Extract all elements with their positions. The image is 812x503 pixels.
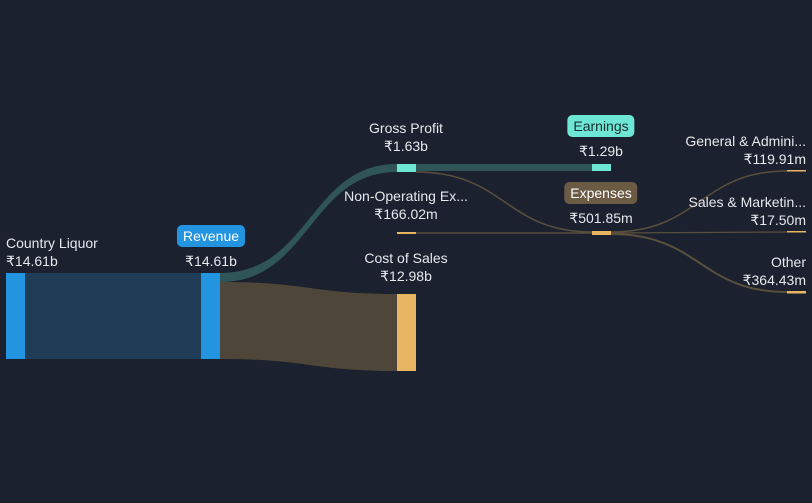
- node-value: ₹12.98b: [380, 268, 432, 284]
- node-cost-of-sales[interactable]: [397, 294, 416, 371]
- node-revenue[interactable]: [201, 273, 220, 359]
- node-earnings[interactable]: [592, 164, 611, 171]
- node-other[interactable]: [787, 291, 806, 294]
- node-value: ₹14.61b: [185, 253, 237, 269]
- flow-revenue-cost: [220, 282, 397, 371]
- node-non-operating[interactable]: [397, 232, 416, 234]
- label-expenses: Expenses ₹501.85m: [564, 182, 638, 227]
- label-revenue: Revenue ₹14.61b: [176, 225, 246, 270]
- node-name: Gross Profit: [369, 120, 443, 136]
- node-value: ₹119.91m: [743, 151, 806, 167]
- node-name: Country Liquor: [6, 235, 98, 251]
- node-expenses[interactable]: [592, 231, 611, 235]
- label-gross-profit: Gross Profit ₹1.63b: [369, 119, 443, 155]
- label-country-liquor: Country Liquor ₹14.61b: [6, 234, 98, 270]
- node-gross-profit[interactable]: [397, 164, 416, 172]
- node-name: Expenses: [564, 182, 638, 204]
- label-sales-marketing: Sales & Marketin... ₹17.50m: [689, 193, 807, 229]
- node-country-liquor[interactable]: [6, 273, 25, 359]
- label-general-admin: General & Admini... ₹119.91m: [685, 132, 806, 168]
- node-name: Cost of Sales: [364, 250, 448, 266]
- node-value: ₹166.02m: [374, 206, 438, 222]
- label-other: Other ₹364.43m: [743, 253, 806, 289]
- label-cost-of-sales: Cost of Sales ₹12.98b: [364, 249, 447, 285]
- node-value: ₹501.85m: [569, 210, 633, 226]
- flow-grossprofit-earnings: [416, 164, 592, 171]
- flow-revenue-grossprofit: [220, 164, 397, 282]
- flow-expenses-ga: [610, 170, 788, 233]
- node-sales-marketing[interactable]: [787, 231, 806, 233]
- node-name: Revenue: [176, 225, 246, 247]
- label-earnings: Earnings ₹1.29b: [567, 115, 635, 160]
- node-value: ₹14.61b: [6, 253, 58, 269]
- node-value: ₹17.50m: [750, 212, 806, 228]
- node-name: Non-Operating Ex...: [344, 188, 468, 204]
- node-value: ₹1.63b: [384, 138, 428, 154]
- flow-grossprofit-expenses: [415, 171, 593, 233]
- node-value: ₹364.43m: [742, 272, 806, 288]
- flow-expenses-sm: [610, 231, 788, 234]
- node-name: General & Admini...: [685, 133, 806, 149]
- node-general-admin[interactable]: [787, 170, 806, 172]
- node-name: Earnings: [567, 115, 635, 137]
- flow-country-revenue: [25, 273, 201, 359]
- label-non-operating: Non-Operating Ex... ₹166.02m: [344, 187, 468, 223]
- flow-expenses-other: [610, 233, 788, 293]
- node-name: Other: [770, 254, 806, 270]
- node-name: Sales & Marketin...: [688, 194, 807, 210]
- node-value: ₹1.29b: [579, 143, 623, 159]
